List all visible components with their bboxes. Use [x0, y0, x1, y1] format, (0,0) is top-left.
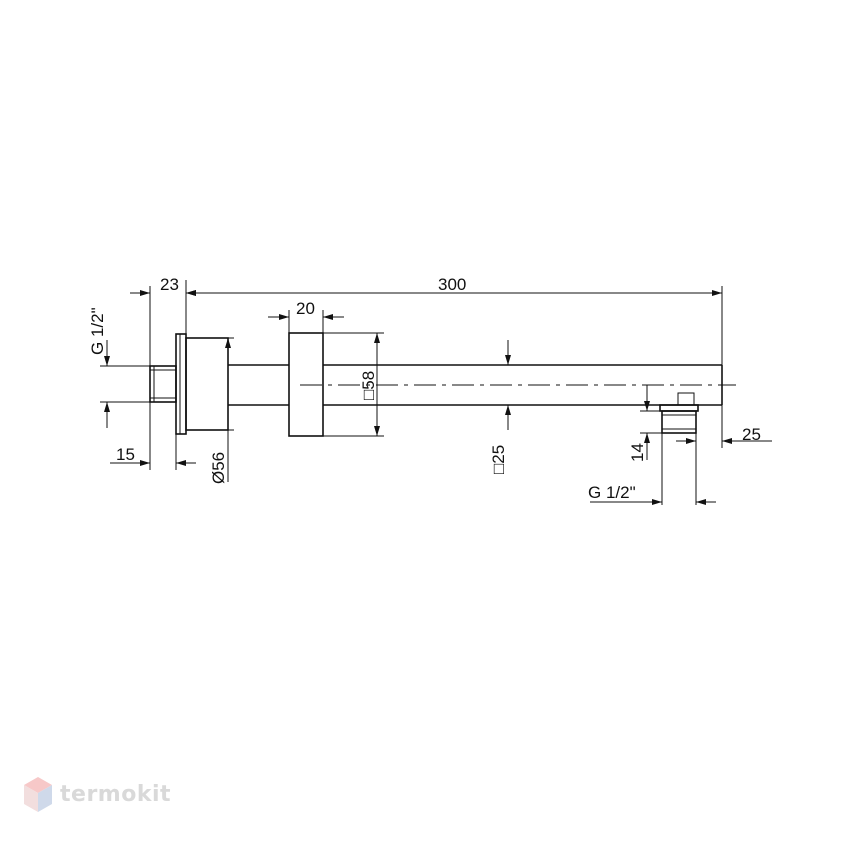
- dim-label-collar-square: □58: [359, 371, 378, 400]
- dim-label-thread-left: G 1/2": [88, 307, 107, 355]
- dim-label-outlet-offset: 25: [742, 425, 761, 444]
- sliding-collar: [288, 332, 324, 437]
- dim-label-flange-diameter: Ø56: [209, 452, 228, 484]
- brand-name: termokit: [60, 782, 172, 807]
- dim-label-flange-offset: 23: [160, 275, 179, 294]
- dim-label-outlet-height: 14: [628, 443, 647, 462]
- outlet-thread: [659, 404, 699, 412]
- dim-label-arm-length: 300: [438, 275, 466, 294]
- flange-body: [185, 337, 229, 431]
- termokit-logo-icon: [24, 777, 52, 812]
- dim-label-thread-outlet: G 1/2": [588, 483, 636, 502]
- dimension-lines: [100, 280, 772, 505]
- dim-label-tube-square: □25: [489, 445, 508, 474]
- dim-label-collar-width: 20: [296, 299, 315, 318]
- outlet-nipple: [661, 410, 697, 434]
- wall-flange: [175, 333, 187, 435]
- dim-label-wall-depth: 15: [116, 445, 135, 464]
- shower-arm-part: [149, 332, 736, 437]
